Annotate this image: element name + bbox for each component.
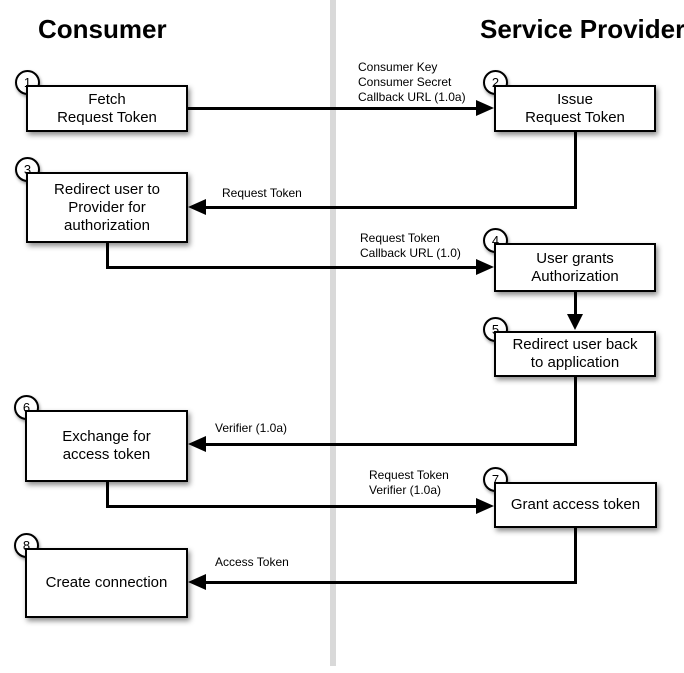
edge-4-arrowhead-icon [567,314,583,330]
node-issue-request-token: Issue Request Token [494,85,656,132]
edge-5-line-horizontal [203,443,577,446]
edge-1-arrowhead-icon [476,100,494,116]
step-number: 6 [22,400,31,415]
edge-7-label: Access Token [215,555,289,569]
node-label: Redirect user back to application [512,336,638,371]
step-number: 7 [491,472,500,487]
edge-6-arrowhead-icon [476,498,494,514]
edge-3-line-vertical [106,243,109,269]
node-label: Issue Request Token [525,90,625,126]
node-create-connection: Create connection [25,548,188,618]
edge-2-line-horizontal [203,206,577,209]
edge-6-label: Request Token Verifier (1.0a) [369,468,449,497]
step-number: 4 [491,233,500,248]
edge-7-arrowhead-icon [188,574,206,590]
step-number: 3 [23,162,32,177]
step-number: 8 [22,538,31,553]
node-grant-access-token: Grant access token [494,482,657,528]
edge-4-line [574,292,577,315]
step-number: 1 [23,75,32,90]
node-redirect-user-to-provider: Redirect user to Provider for authorizat… [26,172,188,243]
edge-7-line-vertical [574,528,577,584]
node-exchange-for-access-token: Exchange for access token [25,410,188,482]
edge-7-line-horizontal [203,581,577,584]
node-user-grants-authorization: User grants Authorization [494,243,656,292]
edge-6-line-horizontal [106,505,478,508]
edge-1-line [188,107,478,110]
edge-1-label: Consumer Key Consumer Secret Callback UR… [358,60,466,104]
lane-divider [330,0,336,666]
step-number: 5 [491,322,500,337]
node-label: Fetch Request Token [57,90,157,126]
edge-6-line-vertical [106,482,109,508]
node-label: User grants Authorization [531,249,619,285]
node-label: Create connection [45,574,168,591]
edge-3-line-horizontal [106,266,478,269]
consumer-heading: Consumer [38,14,167,44]
node-redirect-user-back: Redirect user back to application [494,331,656,377]
edge-5-line-vertical [574,377,577,446]
edge-2-arrowhead-icon [188,199,206,215]
node-label: Grant access token [510,496,641,513]
node-fetch-request-token: Fetch Request Token [26,85,188,132]
edge-3-label: Request Token Callback URL (1.0) [360,231,461,260]
edge-2-line-vertical [574,132,577,209]
service-provider-heading: Service Provider [480,14,684,44]
edge-5-label: Verifier (1.0a) [215,421,288,435]
node-label: Exchange for access token [62,428,151,463]
edge-2-label: Request Token [222,186,302,200]
edge-5-arrowhead-icon [188,436,206,452]
node-label: Redirect user to Provider for authorizat… [54,180,160,234]
step-number: 2 [491,75,500,90]
edge-3-arrowhead-icon [476,259,494,275]
